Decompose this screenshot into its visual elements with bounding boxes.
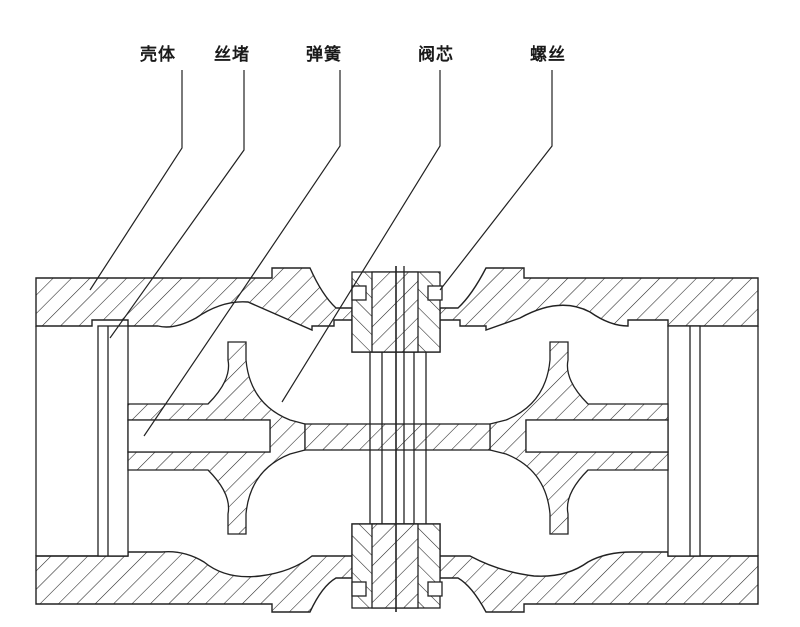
screw-head-top-right bbox=[427, 285, 443, 301]
plug-right bbox=[667, 325, 701, 557]
spring-slot-left bbox=[127, 419, 271, 453]
label-plug: 丝堵 bbox=[214, 45, 250, 65]
label-screw: 螺丝 bbox=[530, 45, 566, 65]
center-rods bbox=[369, 352, 427, 524]
leader-lines bbox=[89, 70, 553, 437]
screw-head-bottom-left bbox=[351, 581, 367, 597]
screw-head-top-left bbox=[351, 285, 367, 301]
spool-left bbox=[127, 341, 306, 535]
label-housing: 壳体 bbox=[140, 45, 176, 65]
label-spool: 阀芯 bbox=[418, 45, 454, 65]
screw-head-bottom-right bbox=[427, 581, 443, 597]
spring-slot-right bbox=[525, 419, 669, 453]
spool-center-shaft bbox=[304, 423, 491, 451]
plug-left bbox=[97, 325, 129, 557]
housing-top-wall bbox=[35, 267, 759, 353]
label-spring: 弹簧 bbox=[306, 45, 342, 65]
